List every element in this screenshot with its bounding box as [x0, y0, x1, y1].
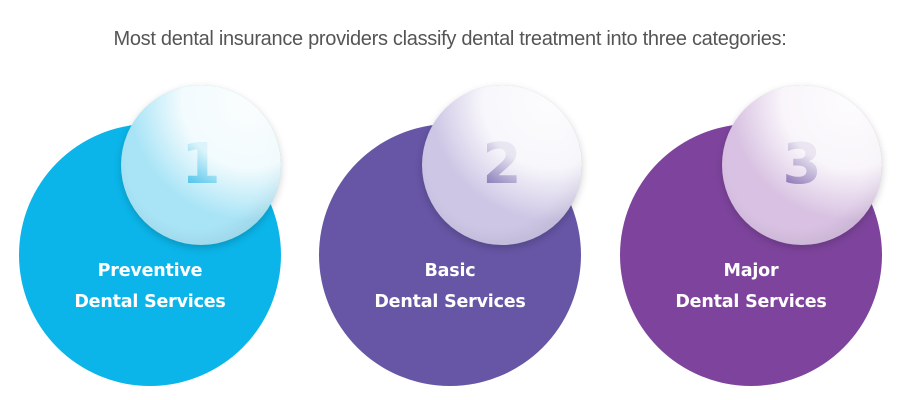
glass-highlight [121, 85, 281, 245]
category-label: Basic Dental Services [319, 256, 581, 318]
category-title: Preventive [97, 261, 203, 281]
glass-highlight [422, 85, 582, 245]
category-label: Preventive Dental Services [19, 256, 281, 318]
category-subtitle: Dental Services [374, 292, 526, 312]
number-bubble-1: 1 [121, 85, 281, 245]
category-title: Major [723, 261, 779, 281]
category-label: Major Dental Services [620, 256, 882, 318]
glass-highlight [722, 85, 882, 245]
category-subtitle: Dental Services [675, 292, 827, 312]
category-subtitle: Dental Services [74, 292, 226, 312]
page-title: Most dental insurance providers classify… [113, 28, 787, 50]
category-title: Basic [424, 261, 476, 281]
number-bubble-2: 2 [422, 85, 582, 245]
number-bubble-3: 3 [722, 85, 882, 245]
